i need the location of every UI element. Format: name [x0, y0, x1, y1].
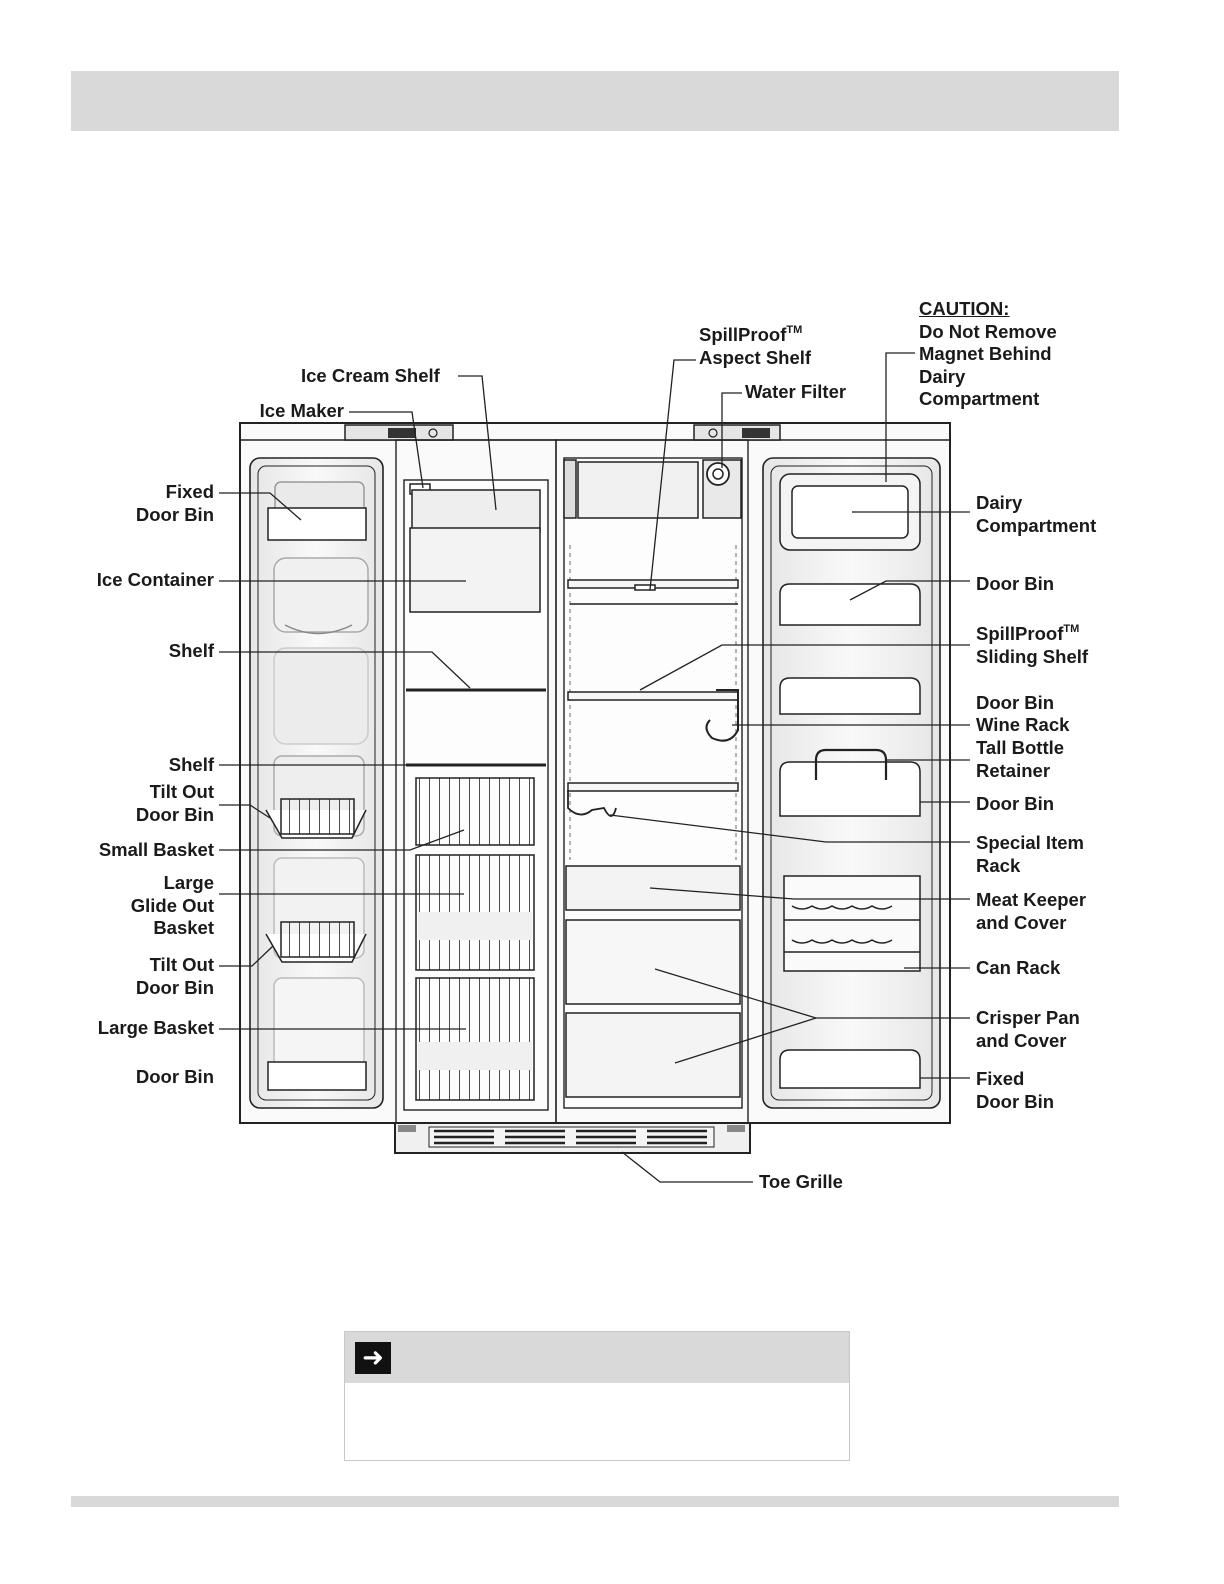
fresh-food-interior — [563, 459, 742, 1098]
label-tall-bottle-line1: Tall Bottle — [976, 737, 1065, 758]
label-fixed-door-bin-top-line2: Door Bin — [135, 503, 214, 525]
label-large-glide-line3: Basket — [153, 917, 214, 938]
label-door-bin-r1: Door Bin — [976, 573, 1055, 594]
label-spillproof-sliding-line2: Sliding Shelf — [976, 645, 1089, 667]
label-ice-maker: Ice Maker — [259, 400, 344, 421]
leader-lines — [219, 352, 970, 1183]
label-crisper-pan: Crisper Pan and Cover — [976, 1007, 1080, 1052]
label-special-item-rack: Special Item Rack — [976, 832, 1084, 877]
label-caution-line2: Magnet Behind — [919, 343, 1052, 364]
label-tall-bottle-line2: Retainer — [976, 759, 1051, 781]
label-tilt-out-lower: Tilt Out Door Bin — [136, 954, 214, 999]
label-toe-grille: Toe Grille — [759, 1171, 843, 1192]
label-crisper-line1: Crisper Pan — [976, 1007, 1080, 1028]
label-spillproof-sliding-line1: SpillProof — [976, 623, 1064, 644]
label-special-item-line2: Rack — [976, 854, 1021, 876]
label-dairy-line2: Compartment — [976, 514, 1097, 536]
arrow-right-icon: ➜ — [355, 1342, 391, 1374]
label-dairy-line1: Dairy — [976, 492, 1023, 513]
label-large-glide-line1: Large — [163, 872, 214, 893]
label-caution-title: CAUTION: — [919, 298, 1010, 319]
label-small-basket: Small Basket — [98, 839, 214, 860]
label-dairy-compartment: Dairy Compartment — [976, 492, 1096, 537]
label-water-filter: Water Filter — [745, 381, 847, 402]
label-fixed-door-bin-right-line2: Door Bin — [976, 1090, 1055, 1112]
label-spillproof-aspect-line1: SpillProof — [699, 324, 787, 345]
toe-grille-slots — [434, 1129, 707, 1145]
freezer-interior — [406, 483, 546, 1101]
label-door-bin-left: Door Bin — [135, 1066, 214, 1087]
label-meat-keeper-line2: and Cover — [976, 911, 1067, 933]
label-tilt-out-upper-line1: Tilt Out — [149, 781, 214, 802]
label-shelf-upper: Shelf — [168, 640, 214, 661]
label-spillproof-sliding-tm: TM — [1063, 623, 1080, 635]
label-caution-line1: Do Not Remove — [919, 320, 1057, 342]
label-meat-keeper: Meat Keeper and Cover — [976, 889, 1086, 934]
label-shelf-lower: Shelf — [168, 754, 214, 775]
label-spillproof-aspect-shelf: SpillProofTM Aspect Shelf — [699, 324, 811, 369]
label-tilt-out-upper-line2: Door Bin — [135, 803, 214, 825]
label-caution-line4: Compartment — [919, 388, 1040, 409]
freezer-door-items — [265, 481, 369, 1091]
header-bar — [71, 71, 1119, 131]
label-crisper-line2: and Cover — [976, 1029, 1067, 1051]
label-door-bin-r3: Door Bin — [976, 793, 1055, 814]
note-box: ➜ — [344, 1331, 850, 1461]
label-fixed-door-bin-right-line1: Fixed — [976, 1068, 1025, 1089]
label-spillproof-aspect-tm: TM — [786, 324, 803, 336]
label-large-glide-basket: Large Glide Out Basket — [131, 872, 214, 940]
label-ice-cream-shelf: Ice Cream Shelf — [301, 365, 440, 386]
label-ice-container: Ice Container — [96, 569, 214, 590]
note-header: ➜ — [345, 1332, 849, 1383]
label-spillproof-aspect-line2: Aspect Shelf — [699, 346, 812, 368]
footer-bar — [71, 1496, 1119, 1507]
label-fixed-door-bin-right: Fixed Door Bin — [976, 1068, 1054, 1113]
label-tilt-out-upper: Tilt Out Door Bin — [136, 781, 214, 826]
label-tilt-out-lower-line1: Tilt Out — [149, 954, 214, 975]
label-tilt-out-lower-line2: Door Bin — [135, 976, 214, 998]
label-meat-keeper-line1: Meat Keeper — [976, 889, 1087, 910]
label-large-basket: Large Basket — [97, 1017, 214, 1038]
fresh-food-door-items — [779, 473, 921, 1089]
label-spillproof-sliding-shelf: SpillProofTM Sliding Shelf — [976, 623, 1088, 668]
label-can-rack: Can Rack — [976, 957, 1061, 978]
label-special-item-line1: Special Item — [976, 832, 1084, 853]
label-fixed-door-bin-top-line1: Fixed — [165, 481, 214, 502]
label-fixed-door-bin-top: Fixed Door Bin — [136, 481, 214, 526]
label-caution: CAUTION: Do Not Remove Magnet Behind Dai… — [919, 298, 1057, 411]
label-wine-rack: Wine Rack — [976, 714, 1070, 735]
label-caution-line3: Dairy — [919, 365, 966, 387]
label-door-bin-r2: Door Bin — [976, 692, 1055, 713]
label-tall-bottle-retainer: Tall Bottle Retainer — [976, 737, 1064, 782]
label-large-glide-line2: Glide Out — [130, 894, 214, 916]
